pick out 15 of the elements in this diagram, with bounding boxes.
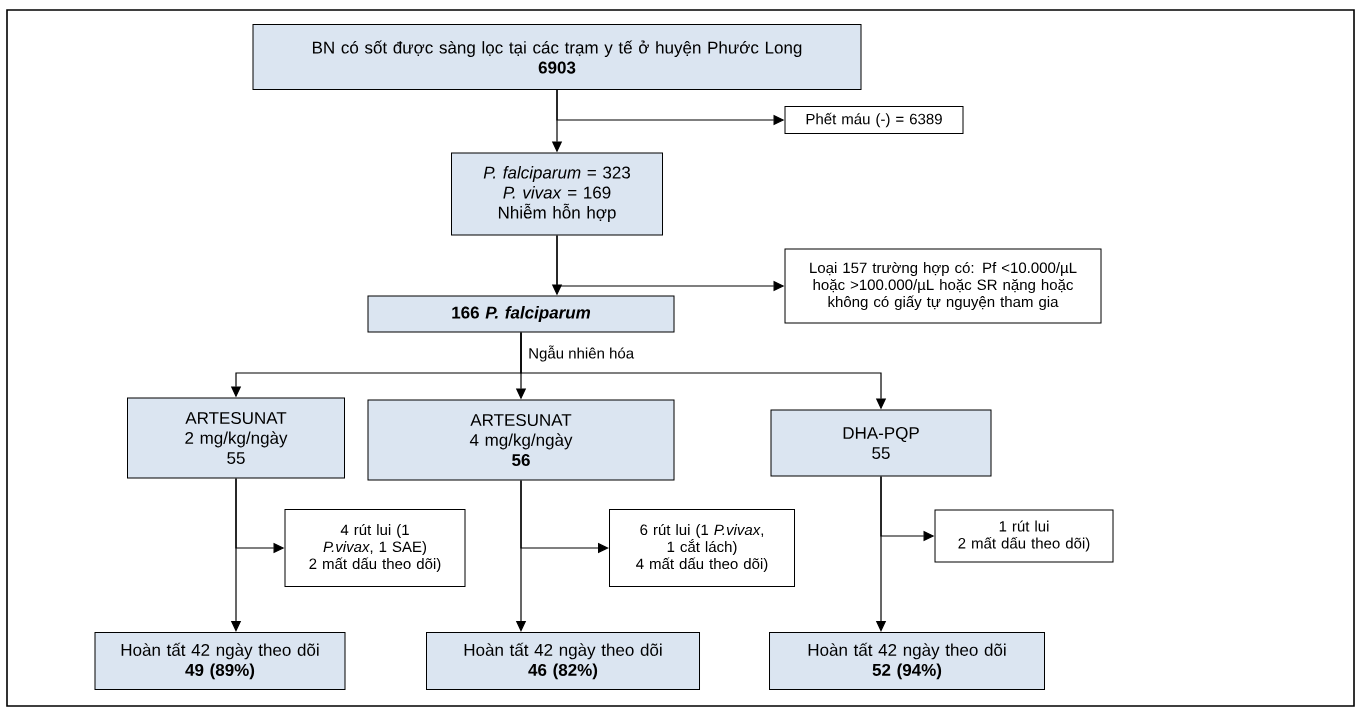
outcome-box: Hoàn tất 42 ngày theo dõi 49 (89%): [94, 632, 346, 690]
process-box: 166 P. falciparum: [367, 295, 675, 333]
outcome-box: Hoàn tất 42 ngày theo dõi 52 (94%): [769, 632, 1045, 690]
withdrawal-box: 1 rút lui 2 mất dấu theo dõi): [934, 509, 1114, 563]
withdrawal-box: 4 rút lui (1 P.vivax, 1 SAE) 2 mất dấu theo dõi): [284, 509, 466, 587]
process-box: BN có sốt được sàng lọc tại các trạm y tế ở huyện Phước Long 6903: [252, 24, 862, 90]
exclusion-box: Phết máu (-) = 6389: [784, 106, 964, 134]
edge-label: Ngẫu nhiên hóa: [527, 344, 636, 363]
treatment-box: DHA-PQP 55: [770, 409, 992, 477]
process-box: P. falciparum = 323 P. vivax = 169 Nhiễm hỗn hợp: [451, 152, 663, 236]
treatment-box: ARTESUNAT 4 mg/kg/ngày 56: [367, 399, 675, 481]
withdrawal-box: 6 rút lui (1 P.vivax, 1 cắt lách) 4 mất dấu theo dõi): [609, 509, 795, 587]
treatment-box: ARTESUNAT 2 mg/kg/ngày 55: [127, 397, 345, 479]
outcome-box: Hoàn tất 42 ngày theo dõi 46 (82%): [426, 632, 700, 690]
exclusion-box: Loại 157 trường hợp có: Pf <10.000/µL hoặc >100.000/µL hoặc SR nặng hoặc không có giấy tự nguyện tham gia: [784, 248, 1102, 324]
